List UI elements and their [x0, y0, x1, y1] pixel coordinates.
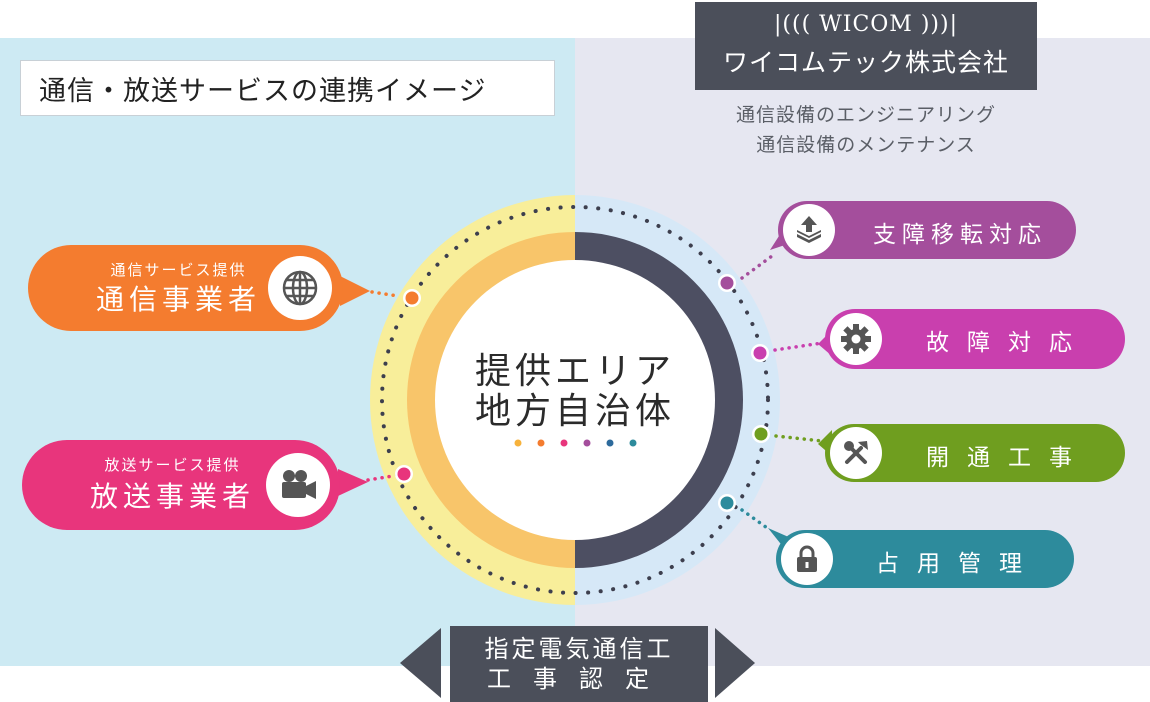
- services-list: 通信設備のエンジニアリング 通信設備のメンテナンス: [695, 100, 1037, 160]
- pill-tail: [340, 276, 370, 306]
- dotted-orbit: [380, 205, 770, 595]
- certification-line2: 工事認定: [487, 665, 671, 693]
- node-label: 開通工事: [926, 445, 1090, 471]
- node-label: 支障移転対応: [873, 222, 1047, 248]
- layers-upload-icon: [783, 204, 835, 256]
- center-label: 提供エリア 地方自治体: [455, 352, 695, 432]
- tools-icon: [830, 427, 882, 479]
- company-name: ワイコムテック株式会社: [722, 48, 1009, 77]
- right-arrow-icon: [715, 628, 755, 698]
- certification-box: 指定電気通信工 工事認定: [450, 626, 708, 702]
- certification-line1: 指定電気通信工: [484, 635, 674, 663]
- node-activation-work: 開通工事: [825, 424, 1125, 482]
- company-logo: |((( WICOM )))|: [773, 12, 958, 37]
- service-item: 通信設備のエンジニアリング: [735, 104, 996, 126]
- node-fault-response: 故障対応: [825, 309, 1125, 369]
- lock-icon: [781, 533, 833, 585]
- node-occupancy-management: 占用管理: [776, 530, 1074, 588]
- company-banner: |((( WICOM )))| ワイコムテック株式会社: [695, 2, 1037, 90]
- center-label-line2: 地方自治体: [474, 391, 675, 432]
- video-camera-icon: [266, 453, 330, 517]
- diagram-title-text: 通信・放送サービスの連携イメージ: [39, 75, 487, 107]
- node-subtitle: 放送サービス提供: [104, 456, 241, 474]
- node-telecom-operator: 通信サービス提供 通信事業者: [28, 245, 343, 331]
- node-title: 放送事業者: [89, 480, 255, 513]
- diagram-title: 通信・放送サービスの連携イメージ: [20, 60, 555, 116]
- connectors: [366, 254, 824, 532]
- orbit-markers: [395, 274, 770, 512]
- node-subtitle: 通信サービス提供: [110, 261, 247, 279]
- node-relocation: 支障移転対応: [778, 201, 1076, 259]
- gear-icon: [830, 313, 882, 365]
- service-item: 通信設備のメンテナンス: [756, 134, 976, 156]
- globe-icon: [268, 256, 332, 320]
- pill-tail: [338, 469, 368, 496]
- node-label: 占用管理: [876, 551, 1040, 577]
- node-label: 故障対応: [926, 330, 1090, 356]
- center-label-line1: 提供エリア: [474, 351, 675, 392]
- node-broadcast-operator: 放送サービス提供 放送事業者: [22, 440, 340, 530]
- center-dots: [514, 439, 637, 447]
- center-circle: [435, 260, 715, 540]
- node-title: 通信事業者: [95, 283, 261, 316]
- left-arrow-icon: [400, 628, 441, 698]
